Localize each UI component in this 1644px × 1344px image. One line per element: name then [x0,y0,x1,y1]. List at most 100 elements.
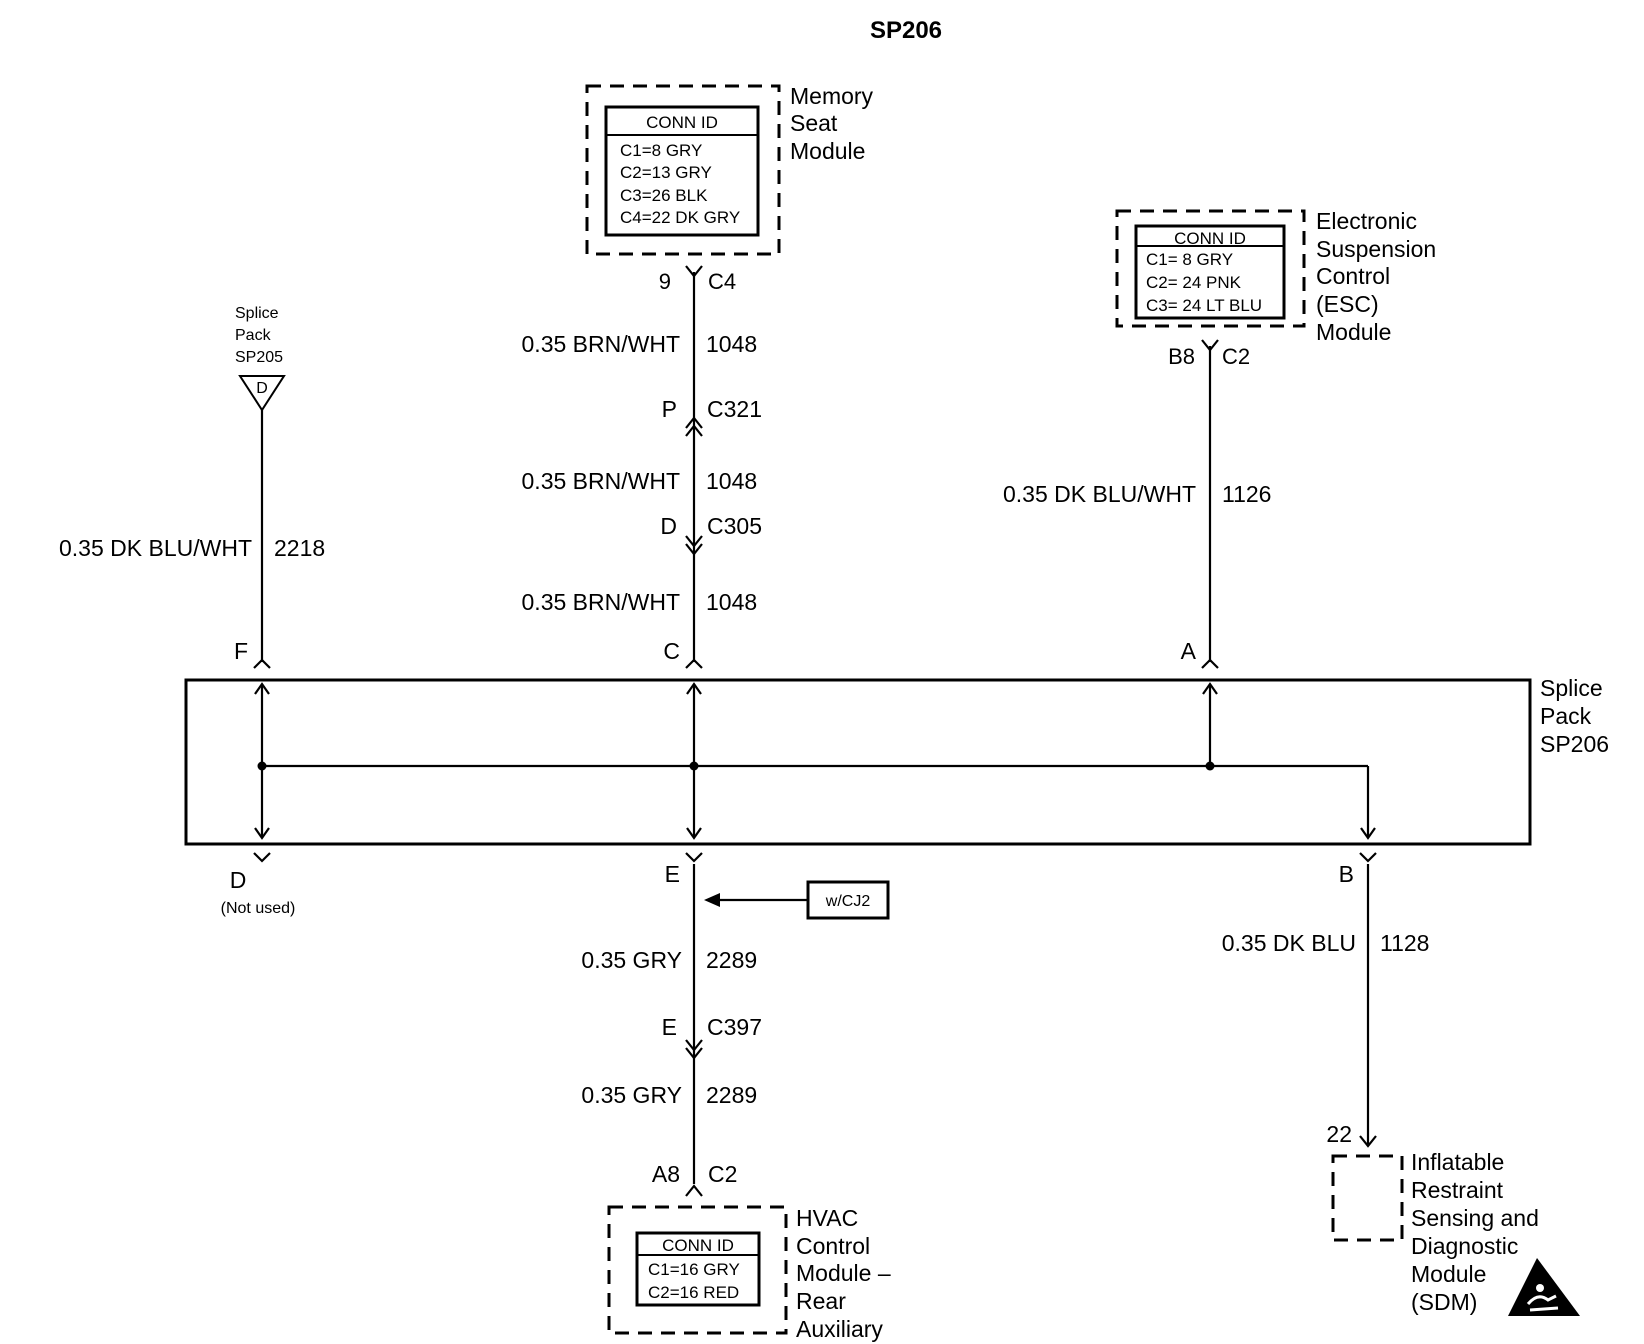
splice-pack-label: Pack [1540,703,1592,729]
esc-label: Control [1316,263,1390,289]
pin-chevron-icon [1201,658,1219,669]
hvac-label: Module – [796,1260,891,1286]
memory-seat-conn-row: C3=26 BLK [620,186,708,205]
inline-connector-icon [685,1039,703,1060]
wire-label-circuit: 1048 [706,589,757,615]
hvac-label: HVAC [796,1205,858,1231]
splice-pack-pin: E [665,861,680,887]
pin-chevron-icon [685,1184,703,1197]
sdm-label: Inflatable [1411,1149,1504,1175]
arrow-left-icon [704,893,720,907]
wire-label-circuit: 1048 [706,331,757,357]
esc-conn-row: C1= 8 GRY [1146,250,1233,269]
inline-connector-icon [685,535,703,556]
wire-label-color: 0.35 BRN/WHT [522,331,680,357]
esc-module: CONN ID C1= 8 GRY C2= 24 PNK C3= 24 LT B… [1115,208,1436,369]
sp205-label: Pack [235,327,272,344]
memory-seat-label: Seat [790,110,838,136]
pin-chevron-icon [685,658,703,669]
splice-pack-label: Splice [1540,675,1603,701]
esc-pin: B8 [1168,344,1195,369]
memory-seat-conn-row: C1=8 GRY [620,141,702,160]
pin-chevron-icon [253,852,271,863]
wire-label-color: 0.35 DK BLU/WHT [1003,481,1196,507]
inline-connector-name: C397 [707,1014,762,1040]
hvac-conn-row: C2=16 RED [648,1283,739,1302]
esc-label: Suspension [1316,236,1436,262]
sdm-label: Diagnostic [1411,1233,1518,1259]
splice-node [1205,761,1215,771]
inline-connector-pin: P [662,396,677,422]
esc-conn-row: C2= 24 PNK [1146,273,1242,292]
esc-conn-header: CONN ID [1174,229,1246,248]
option-tag-cj2: w/CJ2 [704,880,890,920]
inline-connector-name: C305 [707,513,762,539]
sp205-triangle-icon [238,375,286,412]
sp205-label: SP205 [235,349,283,366]
splice-pack-label: SP206 [1540,731,1609,757]
wire-label-color: 0.35 DK BLU [1222,930,1356,956]
hvac-conn-id-table [635,1231,761,1307]
esc-connector: C2 [1222,344,1250,369]
wire-label-circuit: 1128 [1380,930,1429,956]
hvac-connector: C2 [708,1161,737,1187]
sdm-module: 22 Inflatable Restraint Sensing and Diag… [1326,1121,1580,1316]
pin-chevron-icon [685,852,703,863]
wire-label-circuit: 2289 [706,1082,757,1108]
splice-pack-pin: B [1339,861,1354,887]
esc-conn-row: C3= 24 LT BLU [1146,296,1262,315]
memory-seat-conn-id-table [604,105,760,237]
pin-chevron-icon [685,265,703,278]
esc-module-outline [1115,209,1306,328]
hvac-conn-header: CONN ID [662,1236,734,1255]
wire-label-circuit: 2289 [706,947,757,973]
splice-pack-pin-note: (Not used) [221,900,296,917]
splice-pack-pin: A [1181,638,1197,664]
memory-seat-pin: 9 [659,269,671,294]
hvac-label: Auxiliary [796,1316,883,1342]
splice-pack-outline [184,678,1532,846]
hvac-conn-row: C1=16 GRY [648,1260,740,1279]
memory-seat-conn-row: C4=22 DK GRY [620,208,740,227]
esc-label: Module [1316,319,1391,345]
inline-connector-name: C321 [707,396,762,422]
sdm-label: Restraint [1411,1177,1504,1203]
option-tag-label: w/CJ2 [825,893,871,910]
inline-connector-pin: E [662,1014,677,1040]
wire-label-circuit: 1048 [706,468,757,494]
hvac-rear-aux-module: A8 C2 CONN ID C1=16 GRY C2=16 RED HVAC C… [607,1161,891,1342]
pin-chevron-icon [253,658,271,669]
pin-chevron-icon [1359,852,1377,863]
memory-seat-module: CONN ID C1=8 GRY C2=13 GRY C3=26 BLK C4=… [585,83,874,294]
hvac-label: Rear [796,1288,846,1314]
wire-label-color: 0.35 GRY [581,1082,682,1108]
diagram-title: SP206 [870,17,942,44]
splice-node [257,761,267,771]
sdm-label: Module [1411,1261,1486,1287]
hvac-label: Control [796,1233,870,1259]
sp205-letter: D [256,380,268,397]
wire-label-circuit: 1126 [1222,481,1271,507]
esc-label: (ESC) [1316,291,1379,317]
splice-pack-pin: F [234,638,248,664]
wire-label-color: 0.35 DK BLU/WHT [59,535,252,561]
sp205-label: Splice [235,305,279,322]
memory-seat-module-outline [585,84,781,256]
wire-label-color: 0.35 BRN/WHT [522,589,680,615]
wire-label-color: 0.35 GRY [581,947,682,973]
pin-chevron-icon [1201,339,1219,352]
splice-pack-sp205-ref: Splice Pack SP205 D [235,305,286,412]
sdm-module-outline [1331,1154,1404,1242]
wire-label-circuit: 2218 [274,535,325,561]
hvac-pin: A8 [652,1161,680,1187]
memory-seat-label: Memory [790,83,874,109]
memory-seat-conn-row: C2=13 GRY [620,163,712,182]
sdm-label: (SDM) [1411,1289,1477,1315]
esc-label: Electronic [1316,208,1417,234]
splice-pack-pin: D [230,867,247,893]
splice-node [689,761,699,771]
inline-connector-pin: D [660,513,677,539]
memory-seat-label: Module [790,138,865,164]
hvac-module-outline [607,1205,788,1335]
